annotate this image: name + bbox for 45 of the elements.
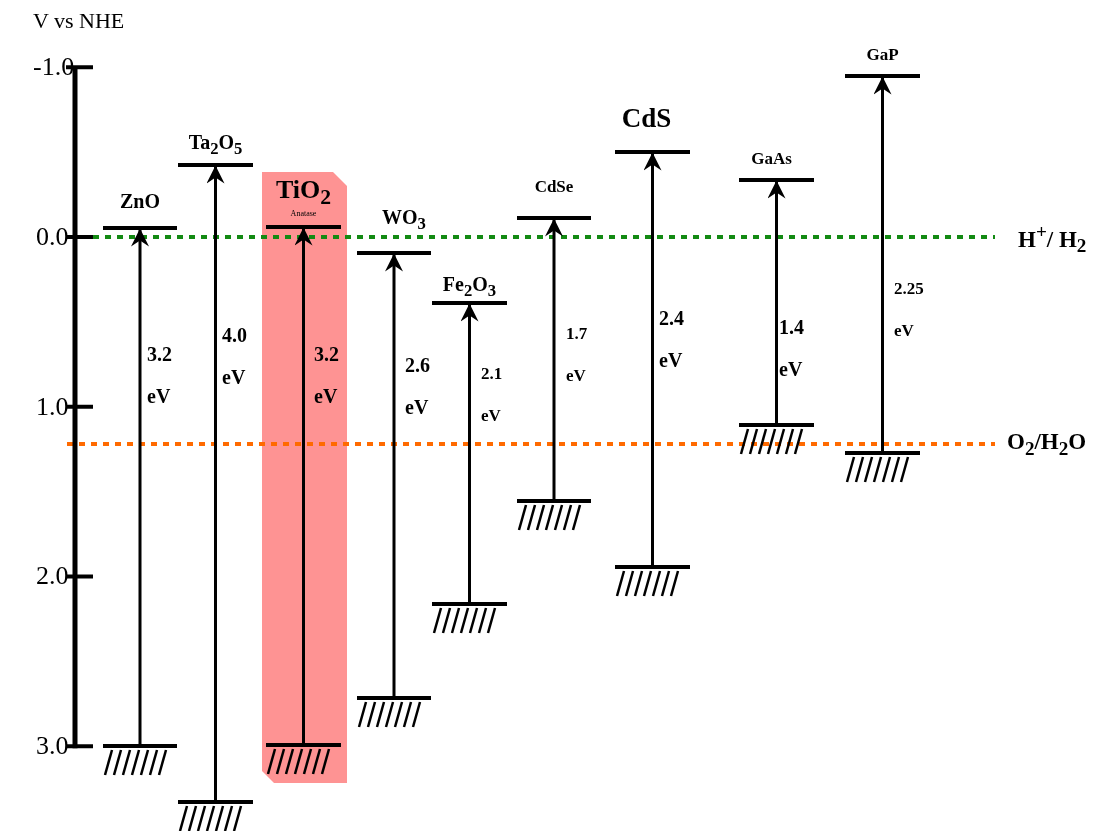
conduction-band-level: TiO$_{2}$ Anatase [266,176,341,229]
band-gap-arrow [767,180,786,423]
conduction-band-level: WO$_{3}$ [357,206,431,255]
conduction-band-level: ZnO [103,190,177,230]
axis-tick-label: 3.0 [36,733,69,759]
edge-label: 2.25 eV [894,278,925,342]
edge-label: 1.7 eV [566,323,589,387]
band-gap-arrow [460,303,479,602]
conduction-band-level: GaAs [739,150,814,182]
valence-band-hatch [266,743,341,775]
edge-label: 3.2 eV [314,342,340,409]
band-gap-arrow [206,165,225,800]
band-gap-arrow [385,253,403,696]
edge-label: 3.2 eV [147,342,173,409]
valence-band-hatch [178,800,253,831]
conduction-band-level: Ta$_{2}$O$_{5}$ [178,131,253,167]
edge-label: 2.4 eV [659,306,685,373]
valence-band-hatch [432,602,507,634]
axis-tick-label: -1.0 [33,54,75,80]
axis-tick-label: 2.0 [36,563,69,589]
valence-band-hatch [739,423,814,455]
conduction-band-level: CdSe [517,178,591,220]
band-gap-arrow [873,76,892,451]
valence-band-hatch [103,744,177,776]
reference-level-label: H$^{+}$/ H$_{2}$ [1018,222,1087,256]
valence-band-hatch [845,451,920,483]
valence-band-hatch [357,696,431,728]
valence-band-hatch [517,499,591,531]
edge-label: 1.4 eV [779,315,805,382]
axis-tick-label: 1.0 [36,394,69,420]
edge-label: 4.0 eV [222,323,248,390]
band-gap-arrow [545,218,563,499]
reference-level-label: O$_{2}$/H$_{2}$O [1007,430,1087,458]
band-gap-arrow [643,152,662,565]
axis-tick-label: 0.0 [36,224,69,250]
conduction-band-level: CdS [615,104,690,154]
valence-band-hatch [615,565,690,597]
conduction-band-level: Fe$_{2}$O$_{3}$ [432,273,507,305]
band-gap-arrow [294,227,313,743]
conduction-band-level: GaP [845,46,920,78]
edge-label: 2.1 eV [481,363,504,427]
axis-title: V vs NHE [33,10,125,32]
edge-label: 2.6 eV [405,353,431,420]
band-gap-arrow [131,228,149,744]
highlight-band [262,172,347,783]
